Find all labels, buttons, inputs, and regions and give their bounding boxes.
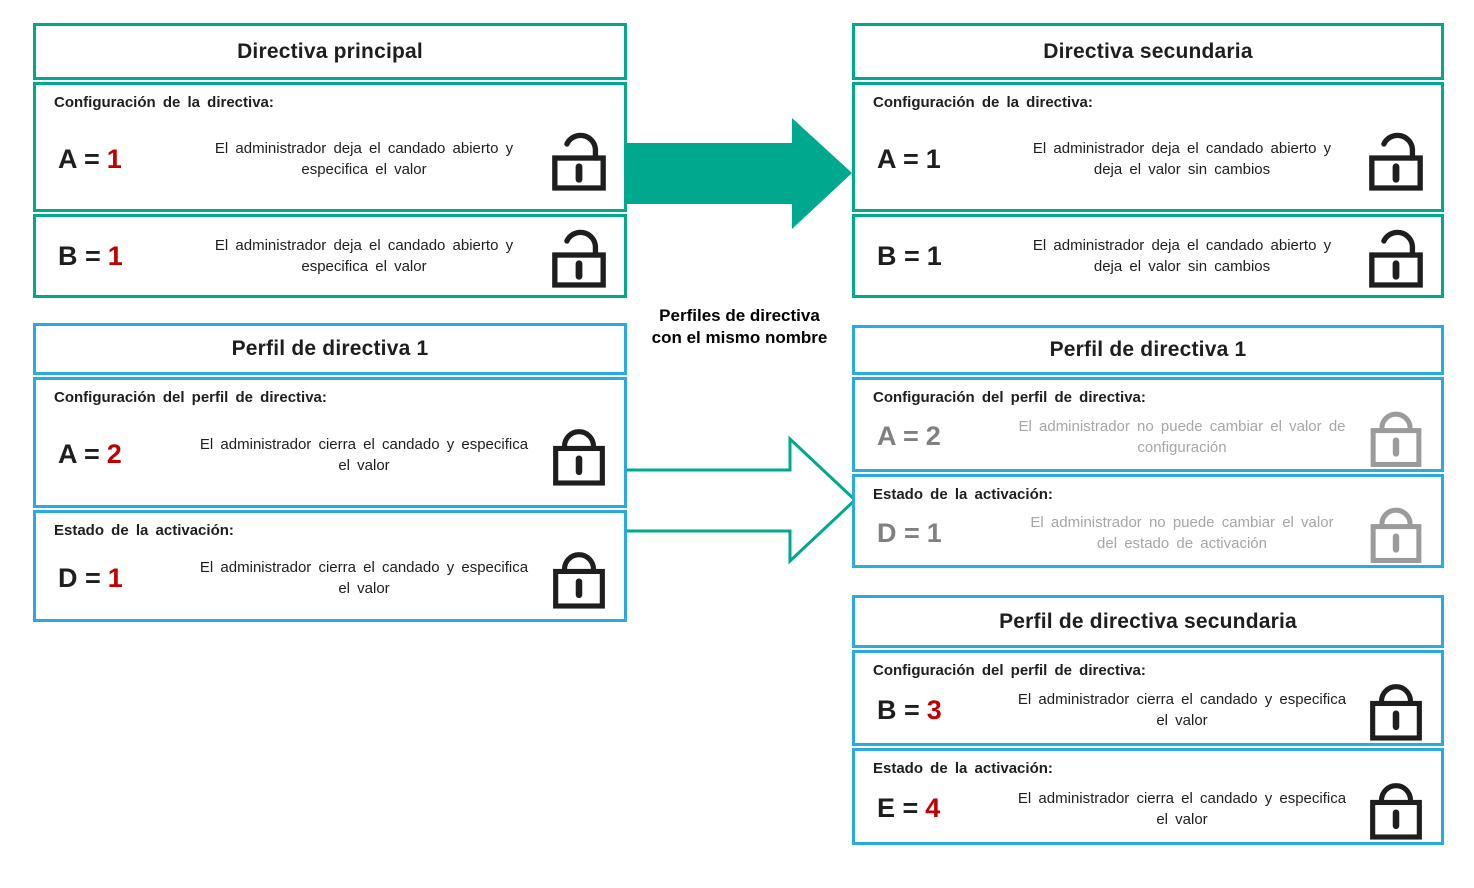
inherited-profile1-row-a: Configuración del perfil de directiva: A… <box>852 377 1444 472</box>
closed-lock-icon <box>1365 776 1427 842</box>
row-description: El administrador no puede cambiar el val… <box>1030 514 1334 552</box>
main-policy-title: Directiva principal <box>237 39 423 63</box>
secondary-policy-title: Directiva secundaria <box>1043 39 1253 63</box>
inherited-profile1-title: Perfil de directiva 1 <box>1049 338 1247 361</box>
closed-lock-icon <box>548 422 610 488</box>
secondary-policy-row-a: Configuración de la directiva: A =1 El a… <box>852 82 1444 212</box>
policy-profile1-header: Perfil de directiva 1 <box>33 323 627 375</box>
secondary-profile-row-e: Estado de la activación: E =4 El adminis… <box>852 748 1444 845</box>
row-description: El administrador cierra el candado y esp… <box>1017 691 1347 729</box>
section-label: Estado de la activación: <box>54 522 234 539</box>
setting-value: D =1 <box>877 517 942 548</box>
inherited-profile1-row-d: Estado de la activación: D =1 El adminis… <box>852 474 1444 568</box>
inheritance-solid-arrow <box>627 118 852 229</box>
secondary-profile-header: Perfil de directiva secundaria <box>852 595 1444 648</box>
setting-value: E =4 <box>877 793 941 823</box>
section-label: Estado de la activación: <box>873 760 1053 777</box>
row-description: El administrador deja el candado abierto… <box>214 140 514 178</box>
closed-lock-icon <box>1365 501 1427 565</box>
row-description: El administrador cierra el candado y esp… <box>199 435 529 474</box>
secondary-policy-row-b: B =1 El administrador deja el candado ab… <box>852 214 1444 298</box>
closed-lock-icon <box>1365 405 1427 469</box>
open-lock-icon <box>1365 224 1427 288</box>
policy-profile1-title: Perfil de directiva 1 <box>231 337 429 360</box>
inherited-profile1-header: Perfil de directiva 1 <box>852 325 1444 375</box>
setting-value: A =2 <box>877 421 941 451</box>
profile-outline-arrow <box>627 435 858 565</box>
setting-value: A =1 <box>58 143 122 174</box>
open-lock-icon <box>1365 127 1427 191</box>
section-label: Configuración del perfil de directiva: <box>873 389 1146 406</box>
row-description: El administrador no puede cambiar el val… <box>1018 417 1346 456</box>
closed-lock-icon <box>1365 677 1427 743</box>
open-lock-icon <box>548 224 610 288</box>
secondary-profile-title: Perfil de directiva secundaria <box>999 609 1297 633</box>
row-description: El administrador deja el candado abierto… <box>1032 237 1332 275</box>
main-policy-row-b: B =1 El administrador deja el candado ab… <box>33 214 627 298</box>
policy-profile1-row-a: Configuración del perfil de directiva: A… <box>33 377 627 508</box>
main-policy-header: Directiva principal <box>33 23 627 80</box>
secondary-profile-row-b: Configuración del perfil de directiva: B… <box>852 650 1444 746</box>
setting-value: B =3 <box>877 694 942 725</box>
row-description: El administrador cierra el candado y esp… <box>199 559 529 597</box>
secondary-policy-header: Directiva secundaria <box>852 23 1444 80</box>
setting-value: A =2 <box>58 439 122 469</box>
section-label: Configuración de la directiva: <box>873 94 1093 111</box>
main-policy-row-a: Configuración de la directiva: A =1 El a… <box>33 82 627 212</box>
section-label: Configuración del perfil de directiva: <box>54 389 327 406</box>
section-label: Configuración del perfil de directiva: <box>873 662 1146 679</box>
row-description: El administrador deja el candado abierto… <box>1032 140 1332 178</box>
setting-value: B =1 <box>58 240 123 271</box>
setting-value: D =1 <box>58 562 123 593</box>
setting-value: B =1 <box>877 240 942 271</box>
section-label: Estado de la activación: <box>873 486 1053 503</box>
connector-label: Perfiles de directiva con el mismo nombr… <box>651 306 828 347</box>
policy-profile1-row-d: Estado de la activación: D =1 El adminis… <box>33 510 627 622</box>
open-lock-icon <box>548 127 610 191</box>
row-description: El administrador cierra el candado y esp… <box>1017 789 1347 828</box>
row-description: El administrador deja el candado abierto… <box>214 237 514 275</box>
setting-value: A =1 <box>877 143 941 174</box>
closed-lock-icon <box>548 545 610 611</box>
section-label: Configuración de la directiva: <box>54 94 274 111</box>
